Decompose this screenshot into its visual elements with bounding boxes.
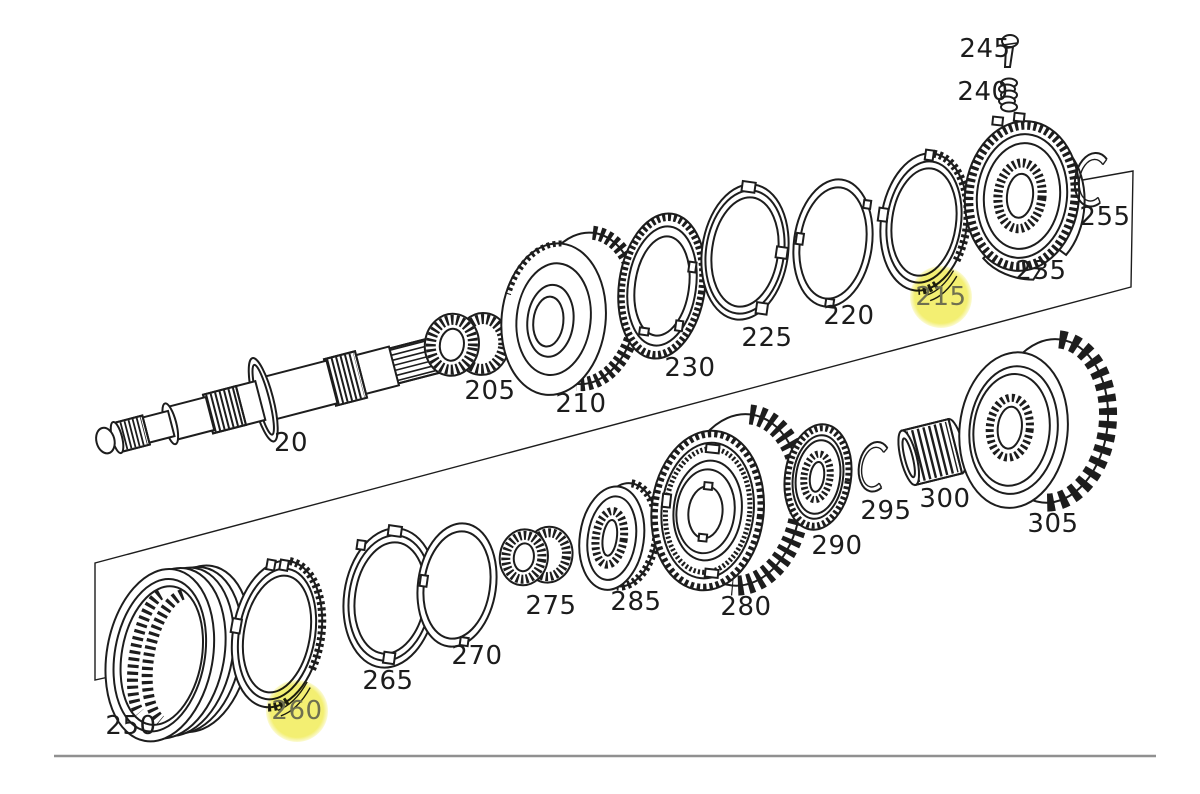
part-265-drawing — [342, 524, 438, 669]
part-235-drawing — [963, 111, 1086, 281]
part-label-260[interactable]: 260 — [271, 696, 323, 726]
part-250-drawing — [104, 564, 252, 743]
part-300-drawing — [897, 417, 967, 487]
part-295-drawing — [857, 441, 889, 493]
part-245-drawing — [1001, 34, 1019, 68]
part-label-250[interactable]: 250 — [105, 711, 157, 741]
part-label-255[interactable]: 255 — [1079, 202, 1131, 232]
part-label-270[interactable]: 270 — [451, 641, 503, 671]
part-label-265[interactable]: 265 — [362, 666, 414, 696]
assembly-plane-lines — [94, 170, 1134, 681]
part-label-280[interactable]: 280 — [720, 592, 772, 622]
part-280-drawing — [650, 404, 812, 596]
part-label-225[interactable]: 225 — [741, 323, 793, 353]
part-label-295[interactable]: 295 — [860, 496, 912, 526]
part-305-drawing — [958, 330, 1118, 512]
part-label-230[interactable]: 230 — [664, 353, 716, 383]
part-285-drawing — [578, 479, 661, 591]
part-20-drawing — [95, 333, 454, 455]
part-label-215[interactable]: 215 — [915, 282, 967, 312]
part-290-drawing — [783, 423, 853, 531]
part-label-305[interactable]: 305 — [1027, 509, 1079, 539]
part-label-245[interactable]: 245 — [959, 34, 1011, 64]
part-label-285[interactable]: 285 — [610, 587, 662, 617]
part-230-drawing — [617, 212, 707, 360]
part-270-drawing — [416, 522, 498, 648]
part-255-drawing — [1073, 152, 1108, 208]
part-275-drawing — [498, 525, 574, 587]
part-label-20[interactable]: 20 — [273, 428, 309, 458]
part-label-300[interactable]: 300 — [919, 484, 971, 514]
part-label-205[interactable]: 205 — [464, 376, 516, 406]
part-260-drawing — [229, 557, 327, 717]
part-225-drawing — [700, 179, 790, 321]
part-label-275[interactable]: 275 — [525, 591, 577, 621]
part-215-drawing — [876, 148, 972, 302]
part-label-290[interactable]: 290 — [811, 531, 863, 561]
part-label-235[interactable]: 235 — [1015, 256, 1067, 286]
part-label-210[interactable]: 210 — [555, 389, 607, 419]
part-label-240[interactable]: 240 — [957, 77, 1009, 107]
part-label-220[interactable]: 220 — [823, 301, 875, 331]
part-240-drawing — [998, 77, 1018, 113]
part-220-drawing — [792, 178, 874, 309]
